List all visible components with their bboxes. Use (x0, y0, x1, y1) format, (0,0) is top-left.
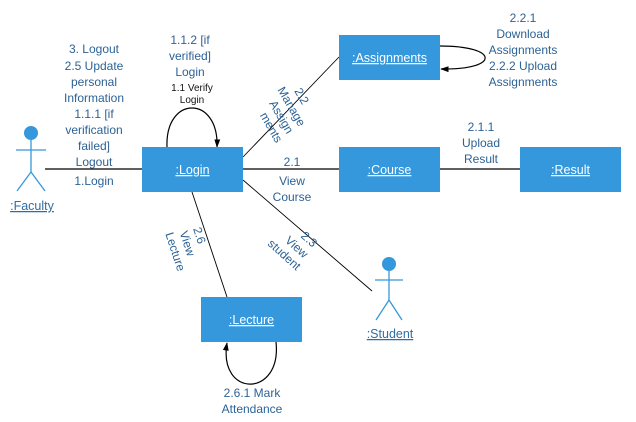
actor-faculty-head (24, 126, 38, 140)
self-loop-assignments (439, 45, 486, 73)
object-course[interactable]: :Course (339, 147, 440, 192)
svg-text:Assignments: Assignments (489, 75, 558, 89)
actor-faculty[interactable]: :Faculty (10, 126, 55, 213)
svg-text:1.1 Verify: 1.1 Verify (171, 83, 213, 94)
svg-text:failed]: failed] (78, 139, 110, 153)
svg-text:1.Login: 1.Login (74, 174, 113, 188)
actor-student[interactable]: :Student (367, 257, 414, 341)
svg-text:2.5 Update: 2.5 Update (65, 59, 124, 73)
message-lecture-self: 2.6.1 Mark Attendance (222, 386, 283, 416)
message-login-assignments: 2.2 Manage Assign ments (257, 84, 312, 145)
svg-text:2.1.1: 2.1.1 (468, 120, 495, 134)
object-result-label: :Result (551, 163, 590, 177)
self-loop-lecture (222, 341, 277, 385)
message-login-self-verify: 1.1 Verify Login (171, 83, 213, 106)
object-lecture[interactable]: :Lecture (201, 297, 302, 342)
svg-text:Course: Course (273, 190, 312, 204)
link-login-assignments (242, 56, 340, 158)
object-login-label: :Login (175, 163, 209, 177)
svg-text:2.2.1: 2.2.1 (510, 11, 537, 25)
svg-text:Login: Login (175, 65, 204, 79)
svg-text:Result: Result (464, 152, 499, 166)
actor-faculty-label: :Faculty (10, 199, 55, 213)
svg-text:Upload: Upload (462, 136, 500, 150)
object-result[interactable]: :Result (520, 147, 621, 192)
object-course-label: :Course (368, 163, 412, 177)
actor-student-head (382, 257, 396, 271)
svg-text:2.6.1 Mark: 2.6.1 Mark (224, 386, 282, 400)
svg-text:View: View (279, 174, 305, 188)
svg-text:Assignments: Assignments (489, 43, 558, 57)
svg-text:2.6: 2.6 (190, 225, 209, 246)
svg-text:1.1.2 [if: 1.1.2 [if (170, 33, 210, 47)
svg-text:2.2.2 Upload: 2.2.2 Upload (489, 59, 557, 73)
svg-text:Attendance: Attendance (222, 402, 283, 416)
message-assignments-self: 2.2.1 Download Assignments 2.2.2 Upload … (489, 11, 558, 89)
svg-text:2.1: 2.1 (284, 155, 301, 169)
object-assignments[interactable]: :Assignments (339, 35, 440, 80)
svg-text:Information: Information (64, 91, 124, 105)
svg-text:verification: verification (65, 123, 122, 137)
object-assignments-label: :Assignments (352, 51, 427, 65)
svg-text:1.1.1 [if: 1.1.1 [if (74, 107, 114, 121)
message-login-lecture: 2.6 View Lecture (162, 225, 209, 273)
svg-text:Login: Login (180, 95, 204, 106)
link-login-student (242, 179, 373, 292)
message-faculty-login: 3. Logout 2.5 Update personal Informatio… (64, 42, 124, 188)
svg-text:verified]: verified] (169, 49, 211, 63)
svg-text:Logout: Logout (76, 155, 113, 169)
message-login-course: 2.1 View Course (273, 155, 312, 204)
message-course-result: 2.1.1 Upload Result (462, 120, 500, 166)
actor-student-label: :Student (367, 327, 414, 341)
message-login-self-verified: 1.1.2 [if verified] Login (169, 33, 211, 79)
svg-text:personal: personal (71, 75, 117, 89)
object-lecture-label: :Lecture (229, 313, 274, 327)
self-loop-login (166, 107, 221, 148)
svg-text:3. Logout: 3. Logout (69, 42, 120, 56)
link-login-lecture (191, 191, 228, 298)
object-login[interactable]: :Login (142, 147, 243, 192)
svg-text:Download: Download (496, 27, 549, 41)
